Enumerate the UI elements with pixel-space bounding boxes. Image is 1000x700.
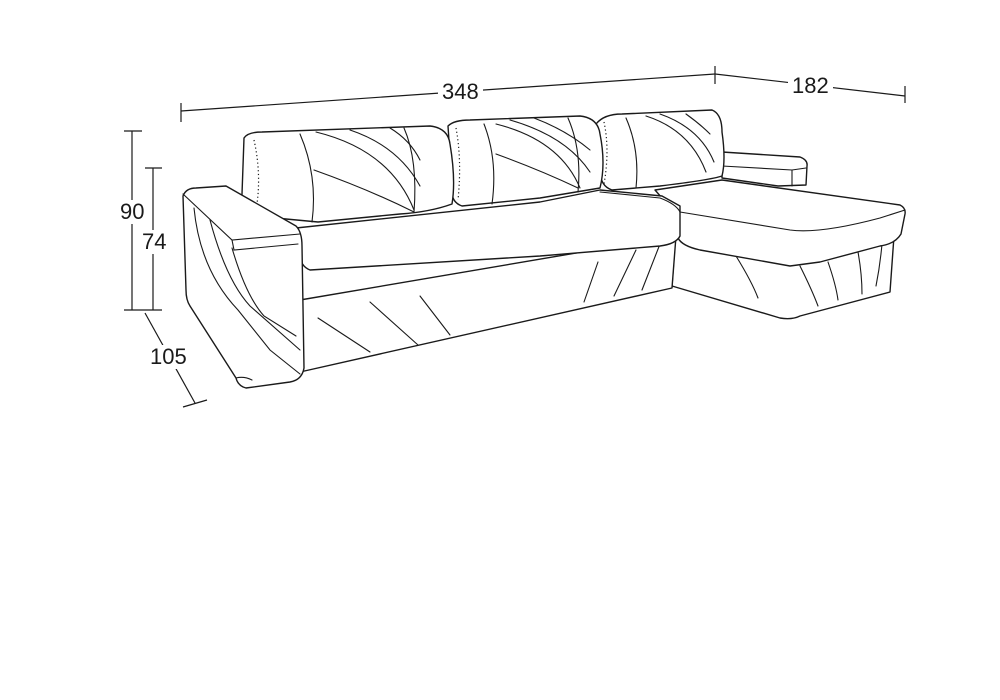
cushion-stripe bbox=[315, 131, 415, 211]
chaise-section bbox=[654, 151, 906, 320]
cushion-stitch bbox=[603, 121, 608, 185]
backrest-cushions bbox=[241, 109, 725, 223]
back-cushion-2 bbox=[447, 115, 604, 207]
chaise-stripe bbox=[827, 261, 839, 301]
base-stripe bbox=[613, 249, 637, 297]
chaise-stripe bbox=[875, 243, 883, 287]
armrest-top-bevel bbox=[231, 239, 299, 251]
chaise-depth-label: 182 bbox=[788, 74, 833, 98]
base-stripe bbox=[419, 295, 451, 336]
back-cushion-3 bbox=[595, 109, 725, 191]
chaise-stripe bbox=[735, 255, 759, 299]
cushion-stripe bbox=[625, 117, 638, 189]
cushion-stripe bbox=[509, 119, 591, 173]
cushion-stripe bbox=[645, 115, 707, 173]
cushion-stripe bbox=[659, 113, 715, 163]
seat-top-edge bbox=[599, 191, 681, 213]
left-armrest bbox=[182, 185, 305, 389]
chaise-armrest bbox=[721, 151, 808, 187]
cushion-stripe bbox=[349, 129, 421, 187]
cushion-stripe bbox=[483, 123, 495, 205]
armrest-stripe bbox=[209, 219, 301, 351]
depth-tick-bottom bbox=[182, 399, 208, 408]
total-length-label: 348 bbox=[438, 80, 483, 104]
armrest-foot bbox=[235, 376, 253, 381]
cushion-stripe bbox=[299, 133, 314, 223]
base-stripe bbox=[317, 317, 371, 353]
seat-depth-label: 105 bbox=[146, 345, 191, 369]
cushion-stripe bbox=[495, 153, 579, 189]
cushion-stripe bbox=[403, 127, 416, 213]
cushion-stripe bbox=[533, 117, 591, 151]
back-height-label: 90 bbox=[116, 200, 149, 224]
chaise-seat-cushion bbox=[654, 179, 906, 267]
cushion-stitch bbox=[455, 127, 461, 201]
armrest-stripe bbox=[231, 247, 297, 337]
cushion-stripe bbox=[313, 169, 415, 213]
arm-height-label: 74 bbox=[138, 230, 171, 254]
chaise-seat-edge bbox=[679, 209, 906, 232]
armrest-stripe bbox=[193, 207, 301, 375]
base-stripe bbox=[369, 301, 419, 346]
cushion-stripe bbox=[567, 117, 580, 193]
back-cushion-1 bbox=[241, 125, 455, 223]
base-stripe bbox=[641, 243, 661, 291]
base-stripe bbox=[583, 261, 599, 303]
cushion-stripe bbox=[389, 127, 421, 161]
cushion-stripe bbox=[495, 123, 581, 189]
chaise-stripe bbox=[857, 251, 863, 295]
chaise-stripe bbox=[799, 265, 819, 307]
cushion-stripe bbox=[685, 113, 711, 135]
